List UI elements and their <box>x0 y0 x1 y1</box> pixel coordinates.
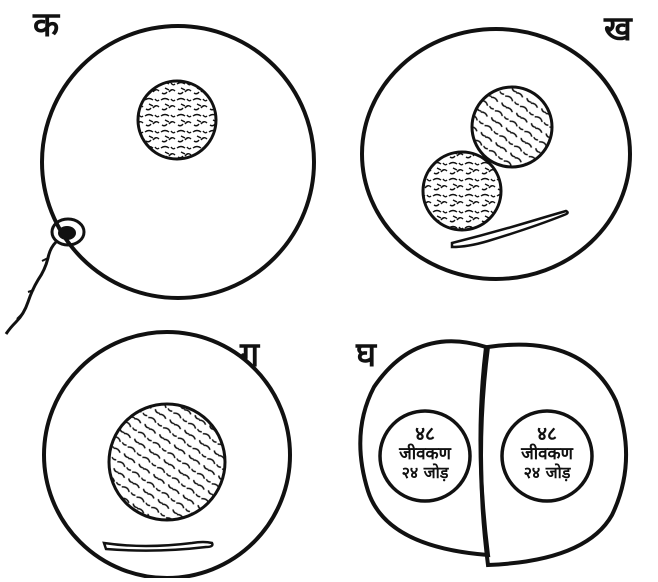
chromosome-pairs: २४ जोड़ <box>492 464 602 482</box>
nucleus-text-right: ४८ जीवकण २४ जोड़ <box>492 424 602 482</box>
chromosome-count: ४८ <box>492 424 602 445</box>
chromosome-word: जीवकण <box>370 445 480 464</box>
panel-label-gha: घ <box>356 338 376 372</box>
chromosome-word: जीवकण <box>492 445 602 464</box>
egg-nucleus <box>138 81 216 159</box>
pronucleus <box>423 152 501 230</box>
sperm-tail-remnant <box>104 542 212 551</box>
panel-ka <box>6 26 314 334</box>
panel-kha <box>362 29 630 279</box>
zygote-nucleus <box>109 404 225 520</box>
panel-label-ga: ग <box>240 338 259 372</box>
sperm <box>6 219 84 334</box>
panel-label-kha: ख <box>604 12 632 46</box>
chromosome-pairs: २४ जोड़ <box>370 464 480 482</box>
chromosome-count: ४८ <box>370 424 480 445</box>
egg-cell <box>42 26 314 298</box>
pronucleus <box>472 87 552 167</box>
panel-label-ka: क <box>33 8 59 42</box>
nucleus-text-left: ४८ जीवकण २४ जोड़ <box>370 424 480 482</box>
